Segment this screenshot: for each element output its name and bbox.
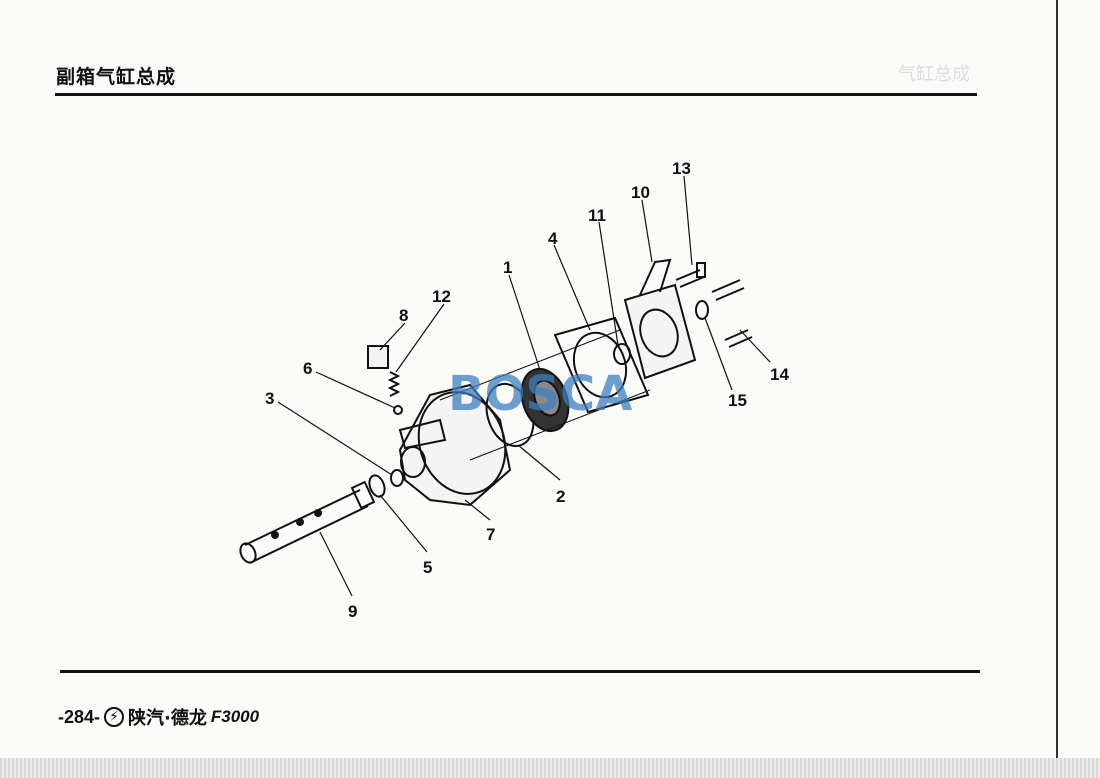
page-number: -284- xyxy=(58,706,101,727)
callout-8: 8 xyxy=(399,306,408,325)
part-12-spring xyxy=(387,371,401,397)
part-13-bolt xyxy=(675,269,705,288)
part-14-connector xyxy=(711,279,745,301)
part-13-bolt-head xyxy=(696,262,706,278)
scan-strip xyxy=(0,758,1100,778)
part-15-washer xyxy=(695,300,709,320)
callout-7: 7 xyxy=(486,525,495,544)
part-8-plug xyxy=(367,345,389,369)
page-edge xyxy=(1056,0,1058,760)
leader-lines xyxy=(277,175,771,597)
part-7-cylinder-housing xyxy=(398,383,512,507)
callout-4: 4 xyxy=(548,229,558,248)
callout-1: 1 xyxy=(503,258,512,277)
callout-14: 14 xyxy=(770,365,789,384)
page-title: 副箱气缸总成 xyxy=(56,66,177,88)
page-footer: -284- ⚡ 陕汽·德龙 F3000 xyxy=(58,704,259,730)
watermark: BOSCA xyxy=(448,366,632,422)
callout-6: 6 xyxy=(303,359,312,378)
callout-15: 15 xyxy=(728,391,747,410)
callout-11: 11 xyxy=(588,206,606,225)
callout-2: 2 xyxy=(556,487,565,506)
part-10-cylinder-cover xyxy=(623,258,697,380)
brand-logo-icon: ⚡ xyxy=(104,707,125,727)
header-rule xyxy=(55,93,977,96)
callout-labels: 13 10 11 4 1 12 8 6 3 14 15 2 7 5 9 xyxy=(265,159,789,621)
callout-3: 3 xyxy=(265,389,274,408)
part-3-o-ring xyxy=(390,469,404,487)
bleed-through-text: 气缸总成 xyxy=(898,64,970,85)
callout-12: 12 xyxy=(432,287,451,306)
part-11-nut xyxy=(613,343,631,365)
part-4-gasket xyxy=(553,316,650,414)
part-9-piston-rod xyxy=(239,480,376,564)
part-6-ball xyxy=(393,405,403,415)
callout-5: 5 xyxy=(423,558,432,577)
callout-9: 9 xyxy=(348,602,357,621)
callout-13: 13 xyxy=(672,159,691,178)
callout-10: 10 xyxy=(631,183,650,202)
part-1-piston xyxy=(520,368,570,432)
brand-name: 陕汽·德龙 xyxy=(128,708,207,729)
footer-rule xyxy=(60,670,980,673)
model-name: F3000 xyxy=(210,707,260,726)
